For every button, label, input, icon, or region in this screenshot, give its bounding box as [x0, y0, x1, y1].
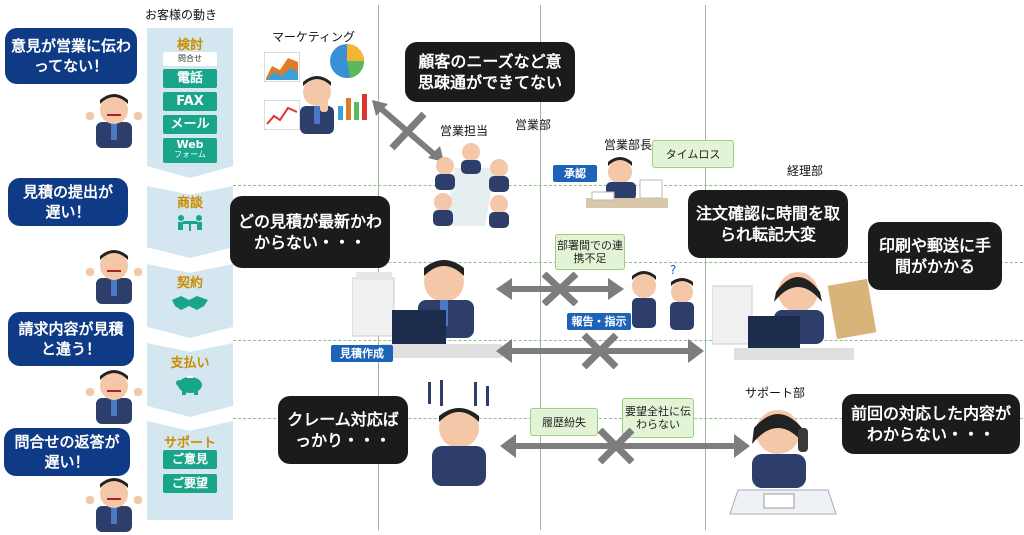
divider-accounting: [705, 5, 706, 530]
bubble-claims: クレーム対応ばっかり・・・: [278, 396, 408, 464]
dept-sales-dept: 営業部: [515, 118, 552, 132]
svg-text:?: ?: [670, 263, 676, 277]
channel-web-sub: フォーム: [174, 150, 206, 159]
bubble-marketing-gap: 顧客のニーズなど意思疎通ができてない: [405, 42, 575, 102]
dept-sales-manager: 営業部長: [604, 138, 653, 152]
pie-chart-icon: [330, 44, 365, 78]
note-interdept: 部署間での連携不足: [555, 234, 625, 270]
bubble-order-confirm: 注文確認に時間を取られ転記大変: [688, 190, 848, 258]
customer-flow: 検討 問合せ 電話 FAX メール Web フォーム 商談 契約 支払い サポー…: [147, 28, 233, 520]
stressed-salesperson-icon: [352, 260, 502, 358]
note-time-loss: タイムロス: [652, 140, 734, 168]
stage-support-label: サポート: [163, 436, 216, 451]
blocked-arrow-interdept: [496, 272, 624, 306]
dept-marketing: マーケティング: [272, 30, 356, 44]
channel-web-main: Web: [176, 138, 204, 151]
tag-quote-creation: 見積作成: [331, 345, 393, 362]
note-history-lost: 履歴紛失: [530, 408, 598, 436]
stage-negotiation-label: 商談: [176, 196, 203, 211]
complaint-opinion: 意見が営業に伝わってない！: [5, 28, 137, 84]
manager-scolding-icon: ?: [632, 263, 694, 330]
divider-sales-dept: [540, 5, 541, 530]
channel-phone: 電話: [163, 69, 217, 88]
dept-support: サポート部: [745, 386, 806, 400]
complaint-invoice: 請求内容が見積と違う！: [8, 312, 134, 366]
sales-meeting-icon: [433, 143, 509, 228]
accounting-worker-icon: [712, 272, 877, 360]
complaint-quote-late: 見積の提出が遅い！: [8, 178, 128, 226]
stage-contract-label: 契約: [176, 276, 203, 291]
bubble-previous: 前回の対応した内容がわからない・・・: [842, 394, 1020, 454]
blocked-arrow-report: [496, 333, 704, 369]
angry-customer-icon: [86, 478, 142, 532]
line-chart-icon: [264, 52, 300, 82]
bubble-which-quote: どの見積が最新かわからない・・・: [230, 196, 390, 268]
handshake-icon: [172, 296, 208, 310]
stage-line-2: [233, 262, 1023, 263]
bubble-printing: 印刷や郵送に手間がかかる: [868, 222, 1002, 290]
channel-inquiry-header: 問合せ: [163, 52, 217, 66]
stage-review-label: 検討: [176, 38, 203, 53]
support-operator-icon: [729, 410, 837, 515]
tag-report: 報告・指示: [567, 313, 631, 330]
angry-customer-icon: [86, 94, 142, 148]
complaint-inquiry-late: 問合せの返答が遅い！: [4, 428, 130, 476]
customer-flow-heading: お客様の動き: [145, 8, 218, 22]
dept-accounting: 経理部: [787, 164, 824, 178]
depressed-salesperson-icon: [428, 380, 489, 486]
note-requests: 要望全社に伝わらない: [622, 398, 694, 438]
piggy-bank-icon: [176, 376, 202, 395]
dept-sales-rep: 営業担当: [440, 124, 489, 138]
channel-web-form: Web フォーム: [163, 138, 217, 163]
stage-payment-label: 支払い: [170, 356, 210, 371]
channel-mail: メール: [163, 115, 217, 134]
blocked-arrow-support: [500, 428, 750, 464]
blocked-arrow-marketing: [372, 100, 444, 162]
bar-chart-icon: [338, 94, 367, 120]
support-request: ご要望: [163, 474, 217, 493]
stage-line-3: [233, 340, 1023, 341]
marketer-thinking-icon: [300, 76, 334, 134]
channel-fax: FAX: [163, 92, 217, 111]
support-opinion: ご意見: [163, 450, 217, 469]
meeting-icon: [178, 215, 202, 231]
angry-customer-icon: [86, 370, 142, 424]
tag-approval: 承認: [553, 165, 597, 182]
angry-customer-icon: [86, 250, 142, 304]
manager-desk-icon: [586, 157, 668, 208]
line-graph-icon: [264, 100, 300, 130]
stage-support-bg: [147, 421, 233, 520]
